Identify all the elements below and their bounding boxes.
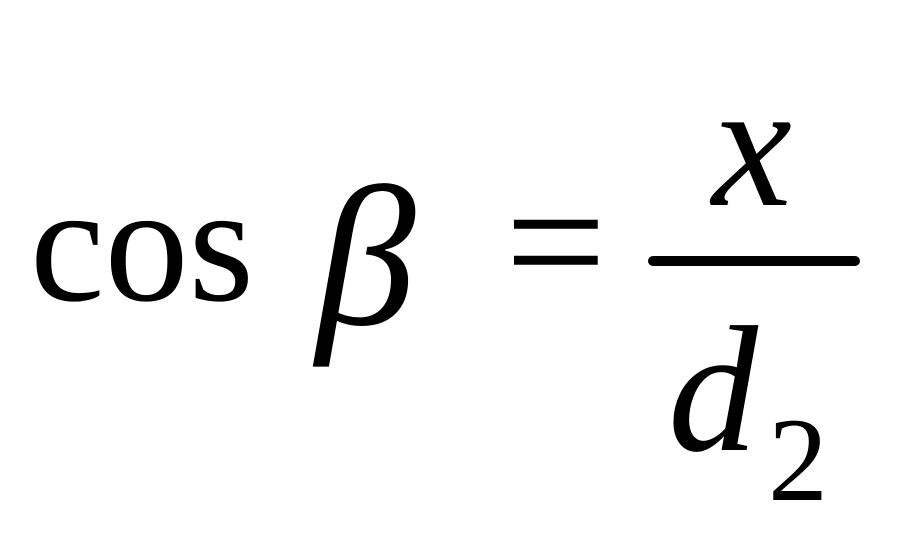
cos-function: cos — [30, 151, 254, 337]
beta-variable: β — [316, 147, 416, 368]
fraction-bar — [648, 256, 860, 266]
denominator-subscript: 2 — [768, 393, 828, 526]
fraction-numerator: x — [712, 45, 792, 244]
equals-sign: = — [505, 142, 607, 341]
fraction-denominator: d — [668, 290, 758, 489]
